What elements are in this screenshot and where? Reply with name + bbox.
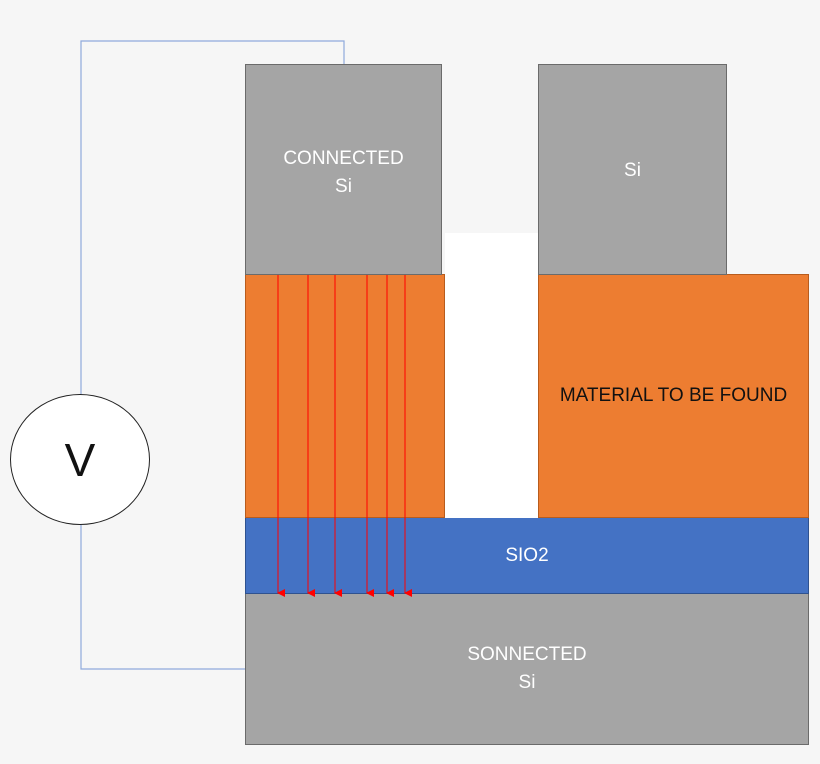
top-right-si-block: Si xyxy=(538,64,727,275)
material-label: MATERIAL TO BE FOUND xyxy=(559,385,788,406)
top-left-si-label: CONNECTED Si xyxy=(283,148,404,197)
trench-gap xyxy=(445,233,538,518)
top-wire xyxy=(80,40,345,394)
voltmeter-symbol: V xyxy=(10,394,150,525)
top-right-si-label: Si xyxy=(624,160,641,181)
bottom-wire xyxy=(80,525,245,670)
voltmeter-label: V xyxy=(64,433,96,486)
top-left-connected-si-block: CONNECTED Si xyxy=(245,64,442,275)
sio2-layer: SIO2 xyxy=(245,517,809,594)
bottom-si-label: SONNECTED Si xyxy=(467,644,587,693)
material-right-block: MATERIAL TO BE FOUND xyxy=(538,274,809,518)
sio2-label: SIO2 xyxy=(505,544,549,566)
